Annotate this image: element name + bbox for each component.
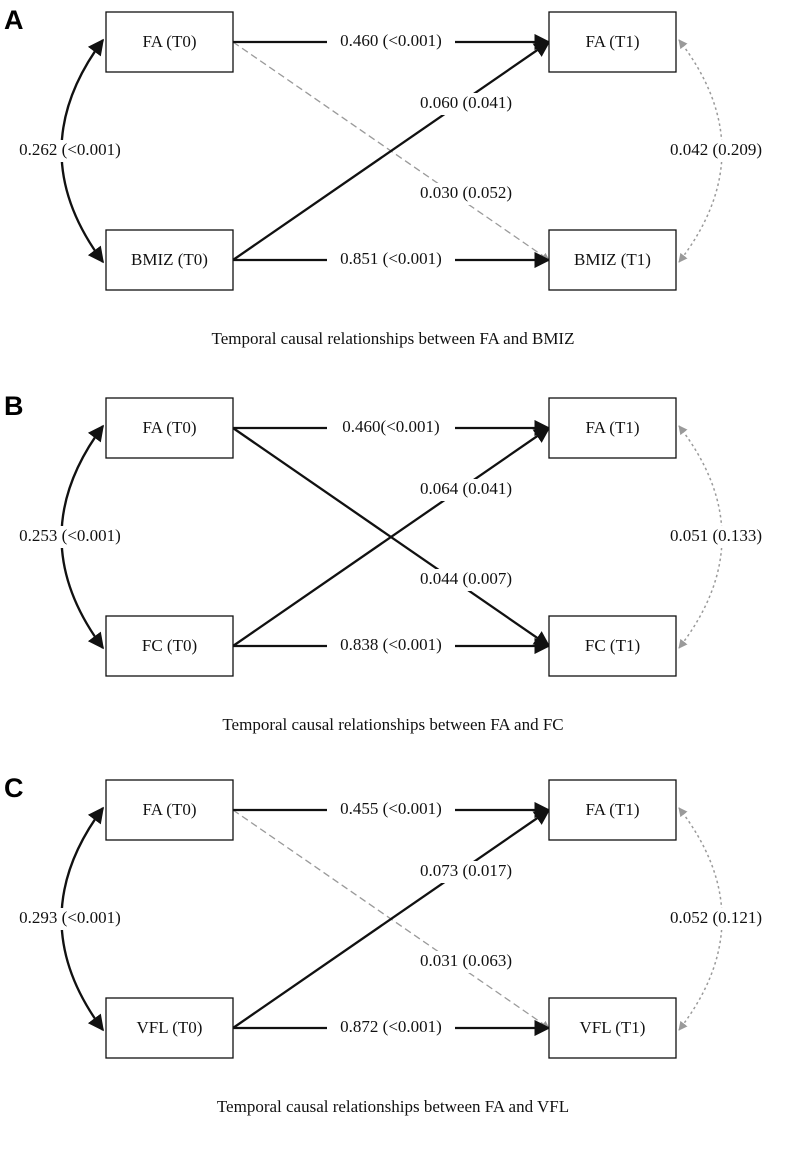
- correlation-label-t1: 0.051 (0.133): [670, 526, 762, 545]
- node-fa-t1: FA (T1): [548, 397, 677, 459]
- node-box: [105, 997, 234, 1059]
- path-label-fa-x-bg: [410, 183, 522, 205]
- node-box: [105, 615, 234, 677]
- path-label-x-fa-bg: [410, 861, 522, 883]
- path-label-x-x-bg: [327, 1017, 455, 1039]
- path-label-fa-fa: 0.460(<0.001): [342, 417, 439, 436]
- panel-caption: Temporal causal relationships between FA…: [212, 329, 575, 348]
- node-label: BMIZ (T1): [574, 250, 651, 269]
- panel-letter: A: [4, 5, 24, 35]
- node-fa-t0: FA (T0): [105, 11, 234, 73]
- node-box: [105, 397, 234, 459]
- correlation-label-t0-bg: [10, 526, 130, 548]
- node-fa-t1: FA (T1): [548, 779, 677, 841]
- path-label-x-fa-bg: [410, 479, 522, 501]
- panel-caption: Temporal causal relationships between FA…: [222, 715, 563, 734]
- path-label-x-x-bg: [327, 249, 455, 271]
- node-label: VFL (T1): [580, 1018, 646, 1037]
- node-label: FA (T1): [586, 418, 640, 437]
- path-label-fa-fa-bg: [327, 799, 455, 821]
- correlation-label-t1-bg: [660, 908, 772, 930]
- correlation-label-t0-bg: [10, 140, 130, 162]
- node-label: FA (T0): [143, 32, 197, 51]
- node-box: [548, 997, 677, 1059]
- node-label: FC (T1): [585, 636, 640, 655]
- panel-letter: C: [4, 773, 24, 803]
- node-label: BMIZ (T0): [131, 250, 208, 269]
- node-label: FC (T0): [142, 636, 197, 655]
- path-label-fa-x-bg: [410, 951, 522, 973]
- correlation-label-t0: 0.262 (<0.001): [19, 140, 121, 159]
- panel-c: C FA (T0) FA (T1) VFL (T0) VFL (T1) 0.455 (<0…: [4, 773, 772, 1116]
- node-label: FA (T1): [586, 32, 640, 51]
- node-fa-t0: FA (T0): [105, 779, 234, 841]
- panel-letter: B: [4, 391, 24, 421]
- path-label-x-x-bg: [327, 635, 455, 657]
- node-label: VFL (T0): [137, 1018, 203, 1037]
- correlation-label-t0: 0.293 (<0.001): [19, 908, 121, 927]
- path-label-fa-fa: 0.460 (<0.001): [340, 31, 442, 50]
- node-fa-t1: FA (T1): [548, 11, 677, 73]
- node-box: [105, 229, 234, 291]
- correlation-label-t0-bg: [10, 908, 130, 930]
- path-label-fa-x: 0.031 (0.063): [420, 951, 512, 970]
- node-box: [548, 229, 677, 291]
- node-x-t0: VFL (T0): [105, 997, 234, 1059]
- node-x-t1: VFL (T1): [548, 997, 677, 1059]
- node-box: [548, 11, 677, 73]
- path-x-t0-to-fa-t1: [232, 427, 551, 647]
- node-x-t1: BMIZ (T1): [548, 229, 677, 291]
- panel-caption: Temporal causal relationships between FA…: [217, 1097, 569, 1116]
- node-label: FA (T1): [586, 800, 640, 819]
- node-box: [548, 779, 677, 841]
- node-box: [105, 779, 234, 841]
- correlation-label-t0: 0.253 (<0.001): [19, 526, 121, 545]
- path-label-x-fa: 0.064 (0.041): [420, 479, 512, 498]
- path-label-x-x: 0.872 (<0.001): [340, 1017, 442, 1036]
- node-x-t1: FC (T1): [548, 615, 677, 677]
- correlation-label-t1: 0.042 (0.209): [670, 140, 762, 159]
- path-label-x-fa: 0.060 (0.041): [420, 93, 512, 112]
- path-label-fa-fa-bg: [327, 417, 455, 439]
- node-fa-t0: FA (T0): [105, 397, 234, 459]
- node-x-t0: FC (T0): [105, 615, 234, 677]
- path-label-fa-fa-bg: [327, 31, 455, 53]
- path-label-x-x: 0.838 (<0.001): [340, 635, 442, 654]
- path-label-x-fa-bg: [410, 93, 522, 115]
- path-label-x-x: 0.851 (<0.001): [340, 249, 442, 268]
- correlation-label-t1-bg: [660, 140, 772, 162]
- path-x-t0-to-fa-t1: [232, 41, 551, 261]
- correlation-label-t1-bg: [660, 526, 772, 548]
- node-box: [105, 11, 234, 73]
- path-x-t0-to-fa-t1: [232, 809, 551, 1029]
- path-label-fa-x: 0.044 (0.007): [420, 569, 512, 588]
- node-label: FA (T0): [143, 800, 197, 819]
- node-box: [548, 397, 677, 459]
- panel-b: B FA (T0) FA (T1) FC (T0) FC (T1) 0.460(<0.00…: [4, 391, 772, 734]
- node-label: FA (T0): [143, 418, 197, 437]
- node-x-t0: BMIZ (T0): [105, 229, 234, 291]
- node-box: [548, 615, 677, 677]
- path-label-fa-x-bg: [410, 569, 522, 591]
- path-label-fa-x: 0.030 (0.052): [420, 183, 512, 202]
- path-label-x-fa: 0.073 (0.017): [420, 861, 512, 880]
- panel-a: A FA (T0) FA (T1) BMIZ (T0) BMIZ (T1) 0.460 (…: [4, 5, 772, 348]
- path-label-fa-fa: 0.455 (<0.001): [340, 799, 442, 818]
- correlation-label-t1: 0.052 (0.121): [670, 908, 762, 927]
